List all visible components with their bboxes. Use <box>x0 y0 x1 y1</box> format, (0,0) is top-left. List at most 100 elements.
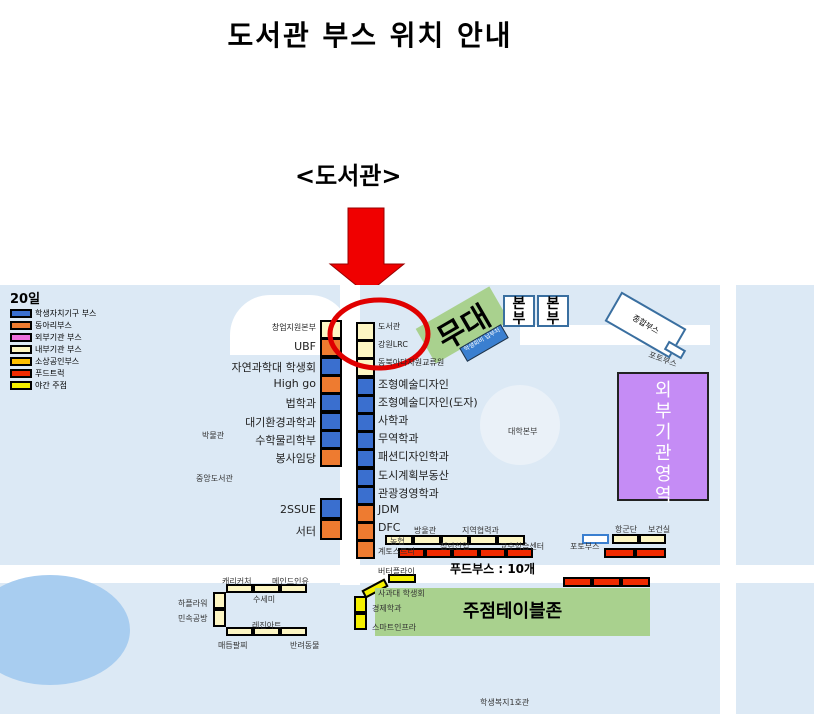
hq-booth: 본부 <box>537 295 569 327</box>
legend-item: 소상공인부스 <box>10 355 96 367</box>
booth-label: 사학과 <box>378 414 409 427</box>
booth-label: 캐리커처 <box>222 577 252 586</box>
booth <box>226 584 253 593</box>
pub-table-zone: 주점테이블존 <box>375 588 650 636</box>
booth-label: 방울관 <box>414 526 437 535</box>
booth-label: JDM <box>378 503 400 516</box>
legend-swatch <box>10 320 32 330</box>
booth <box>479 548 506 558</box>
booth <box>356 322 375 341</box>
booth <box>356 504 375 523</box>
booth <box>226 627 253 636</box>
booth <box>356 449 375 469</box>
booth-label: 강원LRC <box>378 340 408 350</box>
booth <box>356 485 375 505</box>
booth <box>582 534 609 544</box>
booth <box>621 577 650 587</box>
booth <box>592 577 621 587</box>
booth-label: 사과대 학생회 <box>378 589 425 598</box>
booth <box>356 340 375 360</box>
legend-label: 야간 주점 <box>35 380 67 390</box>
booth <box>356 376 375 396</box>
booth <box>280 584 307 593</box>
booth <box>425 548 452 558</box>
booth-label: 매듭팔찌 <box>218 641 248 650</box>
booth <box>639 534 666 544</box>
external-zone: 외부기관영역 <box>617 372 709 506</box>
booth <box>441 535 469 545</box>
legend-swatch <box>10 332 32 342</box>
booth-label: DFC <box>378 521 401 535</box>
booth-label: UBF <box>294 340 316 354</box>
legend-swatch <box>10 380 32 390</box>
booth <box>320 393 342 413</box>
booth <box>320 374 342 394</box>
booth <box>280 627 307 636</box>
booth-label: 도시계획부동산 <box>378 468 449 482</box>
legend-label: 동아리부스 <box>35 320 72 330</box>
booth <box>320 498 342 519</box>
booth-label: 스마트인프라 <box>372 623 417 632</box>
booth <box>563 577 592 587</box>
hq-booth: 본부 <box>503 295 535 327</box>
booth-label: 서터 <box>295 525 316 538</box>
library-heading: <도서관> <box>295 162 402 190</box>
booth <box>253 584 280 593</box>
map-label: 박물관 <box>202 431 225 440</box>
booth-label: 관광경영학과 <box>378 486 439 500</box>
legend-day: 20일 <box>10 292 41 307</box>
booth <box>413 535 441 545</box>
legend-label: 푸드트럭 <box>35 368 65 378</box>
booth-label: 무역학과 <box>378 432 419 446</box>
booth-label: 교수학습센터 <box>500 542 545 551</box>
booth-label: 보건실 <box>648 525 671 534</box>
map-label: 학생복지1호관 <box>480 698 530 707</box>
legend-swatch <box>10 368 32 378</box>
booth-label: 조형예술디자인 <box>378 377 449 391</box>
booth-label: 농협 <box>390 537 405 546</box>
booth <box>213 592 226 609</box>
booth <box>497 535 525 545</box>
legend-item: 내부기관 부스 <box>10 343 96 355</box>
booth-label: 경제학과 <box>372 604 402 613</box>
highlight-circle <box>327 297 431 371</box>
booth <box>452 548 479 558</box>
booth-label: 계토스트리 <box>378 547 415 556</box>
legend-label: 내부기관 부스 <box>35 344 82 354</box>
food-booth-count: 푸드부스 : 10개 <box>450 562 536 576</box>
legend-item: 야간 주점 <box>10 379 96 391</box>
booth <box>506 548 533 558</box>
booth-label: 포토부스 <box>570 542 600 551</box>
booth <box>320 429 342 449</box>
booth <box>320 519 342 540</box>
legend-item: 외부기관 부스 <box>10 331 96 343</box>
booth-label: 첨단산업 <box>440 542 470 551</box>
booth <box>213 609 226 627</box>
booth <box>388 574 416 583</box>
booth <box>320 448 342 468</box>
booth <box>385 535 413 545</box>
booth <box>398 548 425 558</box>
booth <box>635 548 666 558</box>
booth <box>604 548 635 558</box>
page-title: 도서관 부스 위치 안내 <box>227 19 513 52</box>
booth <box>612 534 639 544</box>
booth-label: 2SSUE <box>280 503 316 516</box>
booth <box>356 413 375 432</box>
down-arrow-icon <box>328 207 406 295</box>
booth-label: 동북아다자원교류원 <box>378 358 445 368</box>
map-label: 중앙도서관 <box>196 474 233 483</box>
booth-label: 버터플라이 <box>378 567 415 576</box>
booth <box>354 596 367 613</box>
booth <box>253 627 280 636</box>
booth-label: 수세미 <box>253 595 276 604</box>
booth <box>356 540 375 560</box>
legend-swatch <box>10 356 32 366</box>
booth <box>320 411 342 431</box>
booth <box>356 394 375 414</box>
map-label: 대학본부 <box>508 427 538 436</box>
booth <box>356 431 375 451</box>
booth-label: 메인드인유 <box>272 577 309 586</box>
booth-label: 봉사임당 <box>275 452 316 466</box>
